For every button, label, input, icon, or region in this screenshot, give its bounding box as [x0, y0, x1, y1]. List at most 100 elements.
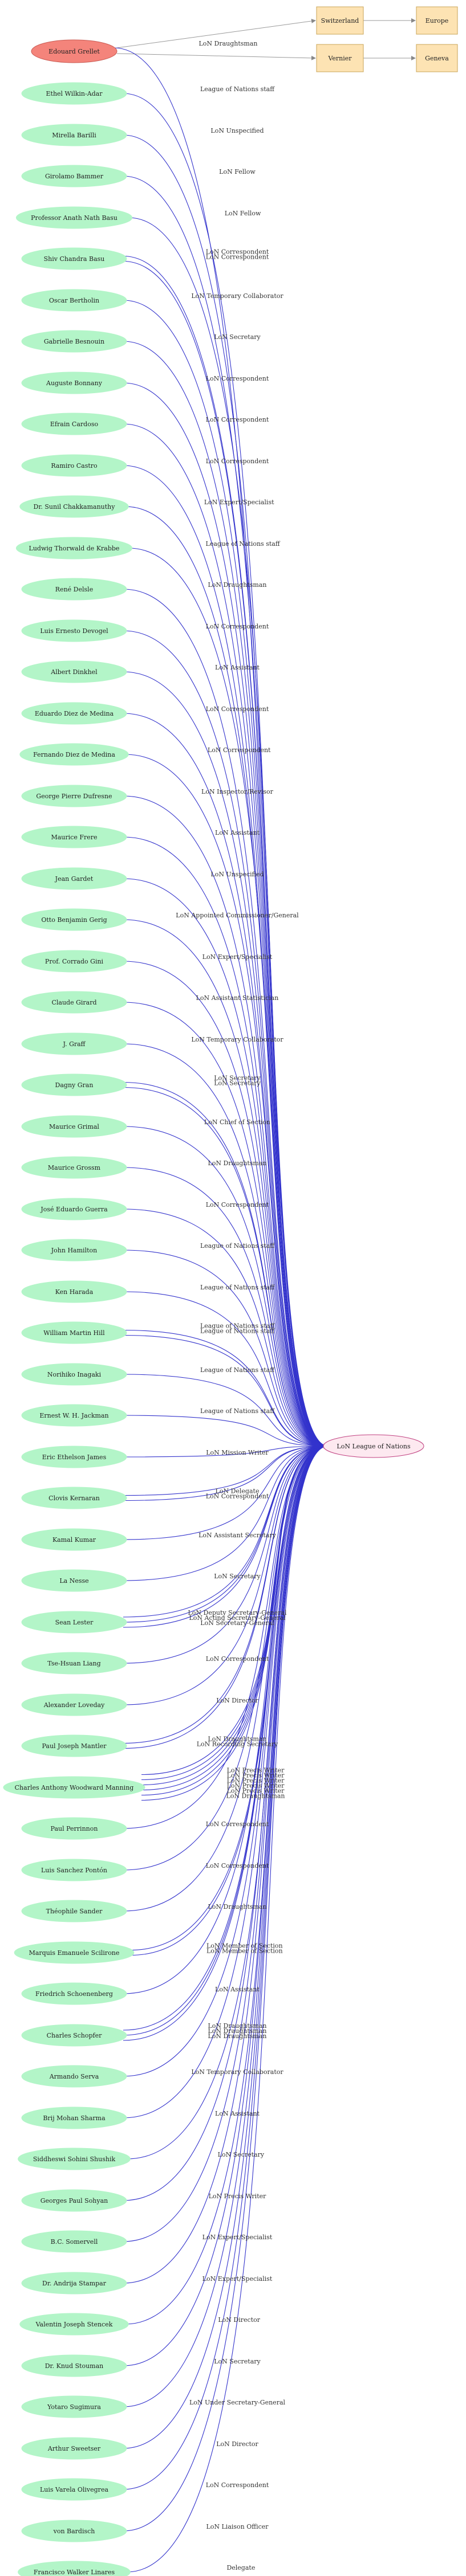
node-arthur-sweetser[interactable]: Arthur Sweetser: [21, 2437, 127, 2460]
node-oscar-bertholin[interactable]: Oscar Bertholin: [21, 289, 127, 312]
node-edouard-grellet-label: Edouard Grellet: [48, 48, 100, 55]
edge-luis-ernesto-devogel-league-0: [123, 630, 329, 1449]
edge-b-c-somervell-league-0-label: LoN Expert/Specialist: [202, 2234, 273, 2241]
edge-armando-serva-league-0-label: LoN Temporary Collaborator: [191, 2068, 283, 2076]
node-switzerland[interactable]: Switzerland: [316, 6, 364, 35]
node-brij-mohan-sharma[interactable]: Brij Mohan Sharma: [21, 2106, 127, 2129]
node-professor-anath-nath-basu[interactable]: Professor Anath Nath Basu: [15, 206, 133, 229]
edge-clovis-kernaran-league-1: [123, 1443, 329, 1501]
node-auguste-bonnany[interactable]: Auguste Bonnany: [21, 372, 127, 394]
node-efrain-cardoso[interactable]: Efrain Cardoso: [21, 413, 127, 435]
node-valentin-joseph-stencek[interactable]: Valentin Joseph Stencek: [19, 2313, 129, 2336]
node-ramiro-castro[interactable]: Ramiro Castro: [21, 454, 127, 477]
edge-charles-schopfer-league-2-label: LoN Draughtsman: [208, 2032, 266, 2040]
node-john-hamilton[interactable]: John Hamilton: [21, 1239, 127, 1262]
node-tse-hsuan-liang[interactable]: Tse-Hsuan Liang: [21, 1652, 127, 1675]
node-b-c-somervell[interactable]: B.C. Somervell: [21, 2230, 127, 2253]
node-william-martin-hill[interactable]: William Martin Hill: [21, 1321, 127, 1344]
node-alexander-loveday[interactable]: Alexander Loveday: [21, 1693, 127, 1716]
node-francisco-walker-linares[interactable]: Francisco Walker Linares: [18, 2561, 131, 2576]
node-gabrielle-besnouin[interactable]: Gabrielle Besnouin: [21, 330, 127, 353]
node-theophile-sander[interactable]: Théophile Sander: [21, 1900, 127, 1922]
node-eduardo-diez-de-medina[interactable]: Eduardo Diez de Medina: [21, 702, 127, 725]
node-ethel-wilkin-adar[interactable]: Ethel Wilkin-Adar: [21, 82, 127, 105]
node-j-graff-label: J. Graff: [63, 1040, 86, 1048]
edge-sean-lester-league-2-label: LoN Secretary-General: [200, 1619, 274, 1627]
node-george-pierre-dufresne[interactable]: George Pierre Dufresne: [21, 785, 127, 807]
edge-marquis-emanuele-scilirone-league-0-label: LoN Member of Section: [206, 1942, 283, 1950]
node-dr-andrija-stampar-label: Dr. Andrija Stampar: [42, 2280, 107, 2287]
node-maurice-frere[interactable]: Maurice Frere: [21, 826, 127, 848]
node-jean-gardet[interactable]: Jean Gardet: [21, 867, 127, 890]
node-siddheswi-sohini-shushik[interactable]: Siddheswi Sohini Shushik: [18, 2148, 131, 2170]
node-j-graff[interactable]: J. Graff: [21, 1032, 127, 1055]
node-vernier[interactable]: Vernier: [316, 44, 364, 72]
edge-brij-mohan-sharma-league-0-label: LoN Assistant: [215, 2110, 260, 2117]
node-clovis-kernaran-shape: [21, 1487, 127, 1509]
node-friedrich-schoenenberg[interactable]: Friedrich Schoenenberg: [21, 1982, 127, 2005]
node-sean-lester[interactable]: Sean Lester: [21, 1611, 127, 1634]
node-kamal-kumar[interactable]: Kamal Kumar: [21, 1528, 127, 1551]
node-shiv-chandra-basu[interactable]: Shiv Chandra Basu: [21, 247, 127, 270]
node-paul-joseph-mantler[interactable]: Paul Joseph Mantler: [21, 1734, 127, 1757]
edge-gabrielle-besnouin-league-0: [123, 341, 329, 1449]
node-geneva[interactable]: Geneva: [416, 44, 458, 72]
node-europe[interactable]: Europe: [416, 6, 458, 35]
node-armando-serva[interactable]: Armando Serva: [21, 2065, 127, 2088]
node-clovis-kernaran[interactable]: Clovis Kernaran: [21, 1487, 127, 1509]
node-maurice-grimal[interactable]: Maurice Grimal: [21, 1115, 127, 1138]
node-geneva-label: Geneva: [425, 55, 449, 62]
edge-dr-sunil-chakkamanuthy-league-0: [125, 506, 329, 1449]
node-luis-ernesto-devogel[interactable]: Luis Ernesto Devogel: [21, 619, 127, 642]
node-la-nesse[interactable]: La Nesse: [21, 1569, 127, 1592]
node-dr-sunil-chakkamanuthy[interactable]: Dr. Sunil Chakkamanuthy: [19, 495, 129, 518]
node-ken-harada[interactable]: Ken Harada: [21, 1280, 127, 1303]
node-luis-sanchez-ponton[interactable]: Luis Sanchez Pontón: [21, 1859, 127, 1881]
node-mirella-barilli[interactable]: Mirella Barilli: [21, 124, 127, 146]
node-valentin-joseph-stencek-label: Valentin Joseph Stencek: [35, 2321, 113, 2328]
node-dagny-gran[interactable]: Dagny Gran: [21, 1073, 127, 1096]
edge-clovis-kernaran-league-1-label: LoN Correspondent: [206, 1493, 269, 1500]
node-ernest-w-h-jackman[interactable]: Ernest W. H. Jackman: [21, 1404, 127, 1427]
node-charles-anthony-woodward-manning[interactable]: Charles Anthony Woodward Manning: [3, 1776, 145, 1799]
node-von-bardisch[interactable]: von Bardisch: [21, 2520, 127, 2542]
node-ludwig-thorwald-de-krabbe[interactable]: Ludwig Thorwald de Krabbe: [15, 537, 133, 560]
edge-la-nesse-league-0-label: LoN Secretary: [214, 1573, 261, 1580]
node-marquis-emanuele-scilirone[interactable]: Marquis Emanuele Scilirone: [14, 1941, 135, 1964]
node-luis-varela-olivegrea[interactable]: Luis Varela Olivegrea: [21, 2478, 127, 2501]
node-dr-andrija-stampar[interactable]: Dr. Andrija Stampar: [21, 2272, 127, 2295]
node-maurice-grossm[interactable]: Maurice Grossm: [21, 1156, 127, 1179]
node-charles-schopfer[interactable]: Charles Schopfer: [21, 2024, 127, 2047]
node-girolamo-bammer[interactable]: Girolamo Bammer: [21, 165, 127, 187]
node-georges-paul-sohyan-shape: [21, 2189, 127, 2212]
node-jose-eduardo-guerra[interactable]: José Eduardo Guerra: [21, 1198, 127, 1220]
edge-rene-delsle-league-0-label: LoN Draughtsman: [208, 581, 266, 589]
node-claude-girard-shape: [21, 991, 127, 1014]
edge-charles-schopfer-league-2: [123, 1443, 329, 2041]
node-rene-delsle[interactable]: René Delsle: [21, 578, 127, 601]
node-league-of-nations[interactable]: LoN League of Nations: [323, 1434, 424, 1458]
edge-maurice-grimal-league-0-label: LoN Chief of Section: [204, 1118, 270, 1126]
edge-b-c-somervell-league-0: [123, 1443, 329, 2242]
edge-brij-mohan-sharma-league-0: [123, 1443, 329, 2118]
node-paul-perrinnon[interactable]: Paul Perrinnon: [21, 1817, 127, 1840]
node-von-bardisch-shape: [21, 2520, 127, 2542]
node-otto-benjamin-gerig[interactable]: Otto Benjamin Gerig: [21, 908, 127, 931]
node-dr-knud-stouman[interactable]: Dr. Knud Stouman: [21, 2354, 127, 2377]
node-eric-ethelson-james[interactable]: Eric Ethelson James: [21, 1446, 127, 1468]
node-b-c-somervell-label: B.C. Somervell: [51, 2238, 98, 2246]
edge-ludwig-thorwald-de-krabbe-league-0: [128, 548, 329, 1449]
node-fernando-diez-de-medina[interactable]: Fernando Diez de Medina: [19, 743, 129, 766]
node-maurice-grimal-label: Maurice Grimal: [49, 1123, 99, 1130]
node-albert-dinkhel[interactable]: Albert Dinkhel: [21, 660, 127, 683]
node-yotaro-sugimura[interactable]: Yotaro Sugimura: [21, 2395, 127, 2418]
node-claude-girard[interactable]: Claude Girard: [21, 991, 127, 1014]
node-georges-paul-sohyan[interactable]: Georges Paul Sohyan: [21, 2189, 127, 2212]
node-edouard-grellet[interactable]: Edouard Grellet: [31, 39, 117, 63]
edge-luis-sanchez-ponton-league-0: [123, 1443, 329, 1871]
edge-focus-switzerland: [116, 18, 316, 48]
node-prof-corrado-gini[interactable]: Prof. Corrado Gini: [21, 950, 127, 973]
node-norihiko-inagaki[interactable]: Norihiko Inagaki: [21, 1363, 127, 1386]
edge-armando-serva-league-0: [123, 1443, 329, 2077]
